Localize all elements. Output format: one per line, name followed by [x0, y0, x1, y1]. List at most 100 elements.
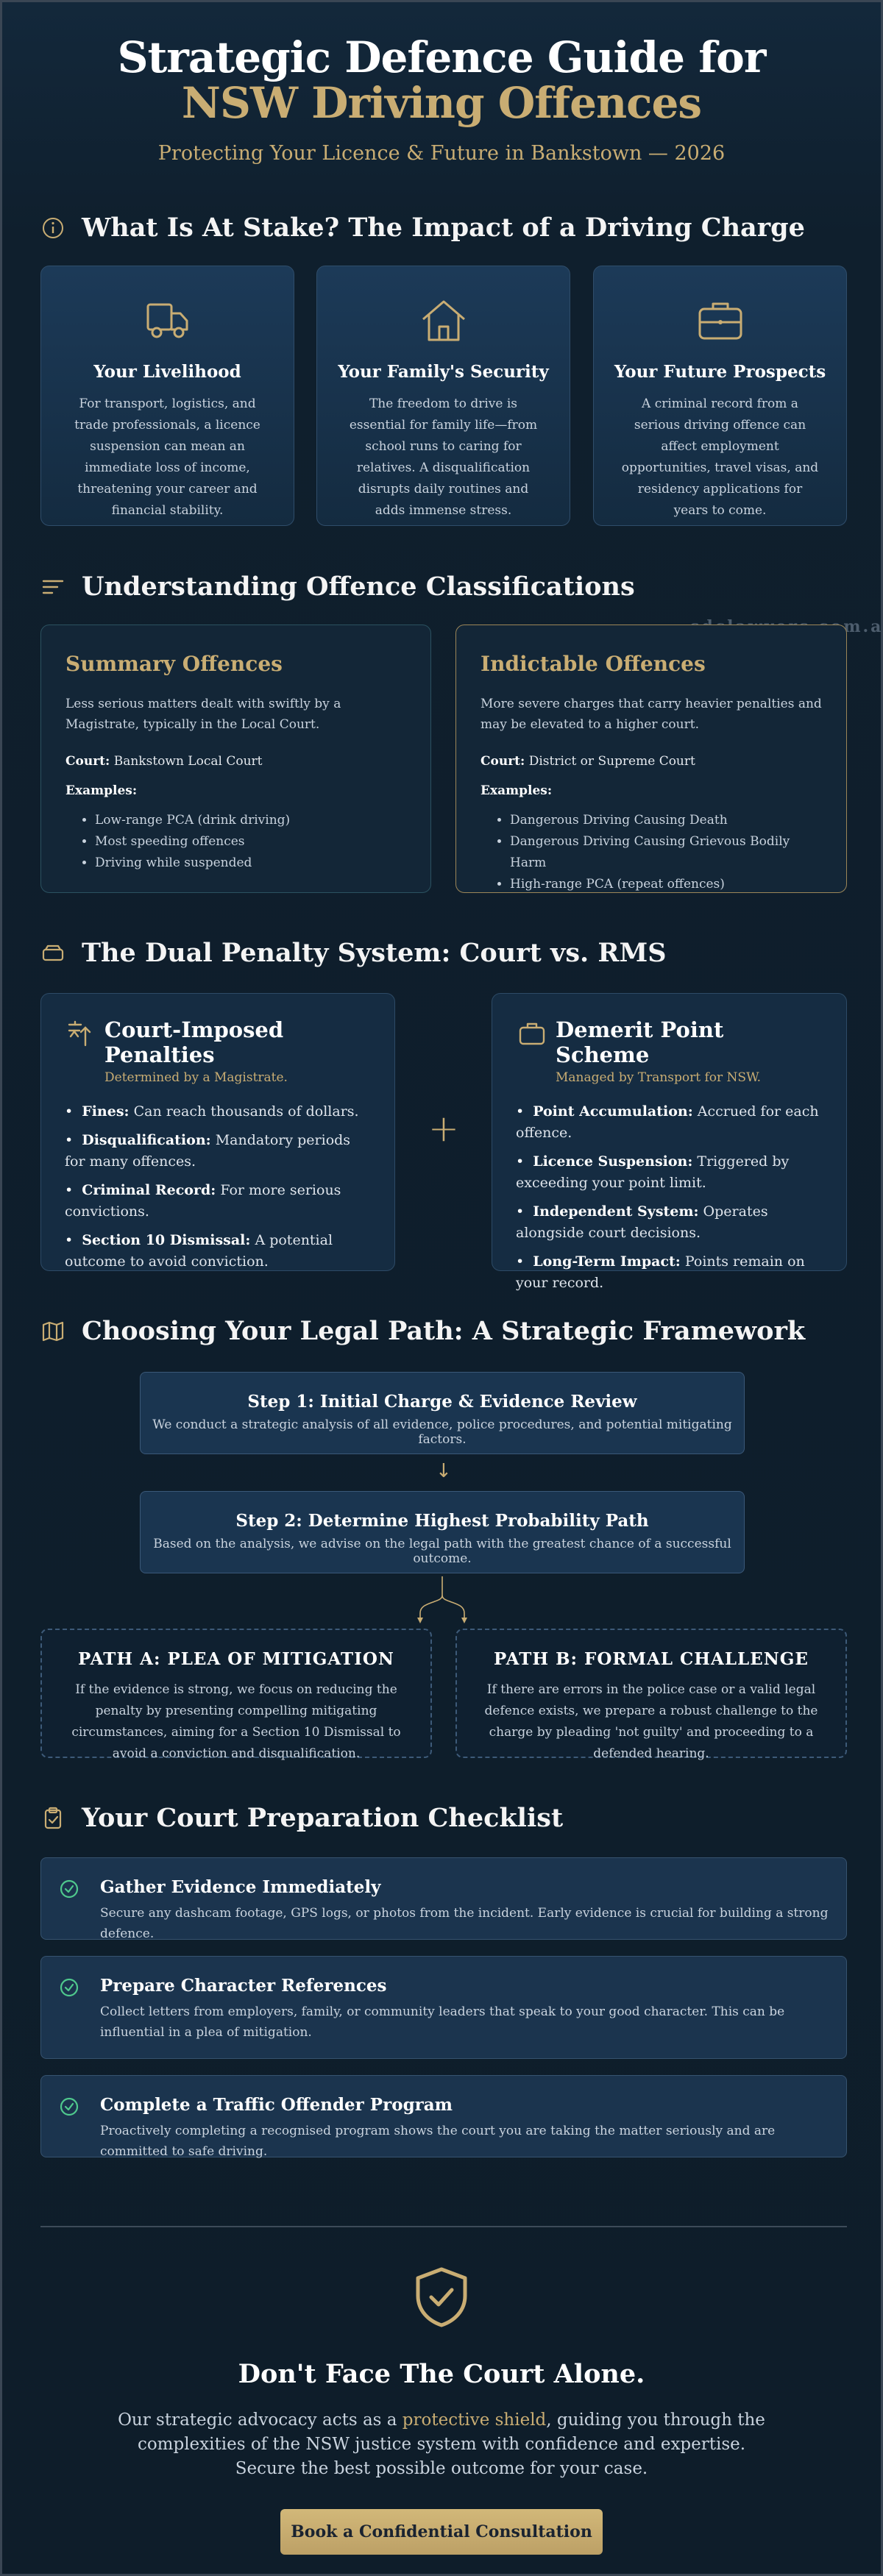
step-text: We conduct a strategic analysis of all e… — [152, 1417, 732, 1447]
checklist-text: Secure any dashcam footage, GPS logs, or… — [100, 1906, 829, 1941]
section-title-text: The Dual Penalty System: Court vs. RMS — [82, 938, 667, 968]
court-label: Court: — [65, 754, 110, 769]
cta-text-before: Our strategic advocacy acts as a — [118, 2410, 403, 2430]
step-title: Step 2: Determine Highest Probability Pa… — [235, 1511, 649, 1531]
card-subtitle: Managed by Transport for NSW. — [556, 1070, 761, 1085]
briefcase-icon — [516, 1017, 548, 1050]
lines-icon — [40, 574, 65, 599]
home-icon — [417, 294, 470, 347]
checklist-title: Prepare Character References — [100, 1976, 387, 1996]
offence-desc: More severe charges that carry heavier p… — [480, 697, 822, 732]
item-text: Points remain on your record. — [516, 1253, 805, 1291]
check-circle-icon — [59, 2096, 79, 2117]
item-text: Mandatory periods for many offences. — [65, 1132, 351, 1170]
penalty-list: •Fines: Can reach thousands of dollars. … — [65, 1101, 371, 1273]
arrow-down-icon: ↓ — [436, 1460, 452, 1482]
checklist-item: Gather Evidence Immediately Secure any d… — [40, 1857, 847, 1941]
cta-text: Our strategic advocacy acts as a protect… — [110, 2408, 773, 2481]
title-accent: NSW Driving Offences — [181, 78, 702, 128]
book-consultation-button[interactable]: Book a Confidential Consultation — [280, 2509, 603, 2555]
item-label: Disqualification: — [82, 1132, 211, 1148]
path-b-box: PATH B: FORMAL CHALLENGE If there are er… — [455, 1629, 847, 1761]
list-item: •Criminal Record: For more serious convi… — [65, 1182, 341, 1220]
list-item: •Fines: Can reach thousands of dollars. — [65, 1103, 359, 1120]
briefcase-icon — [694, 294, 747, 347]
item-text: Operates alongside court decisions. — [516, 1203, 768, 1241]
cta-text-after: , guiding you through the complexities o… — [137, 2410, 765, 2478]
truck-icon — [141, 294, 194, 347]
shield-check-icon — [416, 2267, 467, 2327]
item-label: Fines: — [82, 1103, 130, 1120]
section-title-text: Choosing Your Legal Path: A Strategic Fr… — [82, 1316, 806, 1346]
checklist-text: Proactively completing a recognised prog… — [100, 2124, 776, 2159]
list-item: •Licence Suspension: Triggered by exceed… — [516, 1153, 790, 1191]
penalty-section-title: The Dual Penalty System: Court vs. RMS — [40, 938, 667, 968]
demerit-points-card: Demerit Point Scheme Managed by Transpor… — [492, 993, 847, 1291]
check-circle-icon — [59, 1879, 79, 1899]
hero: Strategic Defence Guide for NSW Driving … — [2, 2, 881, 165]
path-title: PATH A: PLEA OF MITIGATION — [78, 1649, 394, 1669]
court-penalties-card: Court-Imposed Penalties Determined by a … — [40, 993, 395, 1271]
item-label: Long-Term Impact: — [533, 1253, 681, 1270]
card-head: Court-Imposed Penalties Determined by a … — [65, 1017, 371, 1085]
info-icon — [40, 216, 65, 241]
checklist-title: Complete a Traffic Offender Program — [100, 2095, 453, 2115]
offence-court: Court: Bankstown Local Court — [65, 754, 406, 769]
check-circle-icon — [59, 1977, 79, 1998]
card-title: Your Future Prospects — [614, 362, 826, 382]
checklist-title: Gather Evidence Immediately — [100, 1877, 381, 1897]
item-label: Licence Suspension: — [533, 1153, 693, 1170]
list-item: •Independent System: Operates alongside … — [516, 1203, 768, 1241]
item-text: For more serious convictions. — [65, 1182, 341, 1220]
card-title: Your Family's Security — [338, 362, 549, 382]
map-icon — [40, 1319, 65, 1344]
branch-arrow-icon — [417, 1576, 467, 1623]
path-title: PATH B: FORMAL CHALLENGE — [494, 1649, 809, 1669]
path-text: If there are errors in the police case o… — [484, 1682, 818, 1761]
cta-text-accent: protective shield — [402, 2410, 547, 2430]
card-head: Demerit Point Scheme Managed by Transpor… — [516, 1017, 823, 1085]
court-value: District or Supreme Court — [528, 754, 695, 769]
list-item: •Point Accumulation: Accrued for each of… — [516, 1103, 819, 1141]
section-title-text: What Is At Stake? The Impact of a Drivin… — [82, 213, 805, 243]
step-2-box: Step 2: Determine Highest Probability Pa… — [140, 1491, 745, 1573]
title-main: Strategic Defence Guide for — [117, 32, 767, 82]
offence-desc: Less serious matters dealt with swiftly … — [65, 697, 341, 732]
path-text: If the evidence is strong, we focus on r… — [71, 1682, 401, 1761]
cta-title: Don't Face The Court Alone. — [238, 2359, 645, 2389]
step-title: Step 1: Initial Charge & Evidence Review — [247, 1392, 637, 1412]
tray-icon — [40, 941, 65, 966]
list-item: Most speeding offences — [95, 831, 406, 853]
list-item: High-range PCA (repeat offences) — [510, 874, 822, 895]
scales-icon — [65, 1017, 97, 1050]
card-text: A criminal record from a serious driving… — [621, 396, 819, 518]
summary-offences-box: Summary Offences Less serious matters de… — [40, 625, 431, 893]
list-item: Dangerous Driving Causing Grievous Bodil… — [510, 831, 822, 874]
page-title: Strategic Defence Guide for NSW Driving … — [55, 35, 828, 126]
item-text: A potential outcome to avoid conviction. — [65, 1232, 333, 1270]
step-1-box: Step 1: Initial Charge & Evidence Review… — [140, 1372, 745, 1454]
item-text: Triggered by exceeding your point limit. — [516, 1153, 790, 1191]
item-label: Point Accumulation: — [533, 1103, 693, 1120]
list-item: •Disqualification: Mandatory periods for… — [65, 1132, 351, 1170]
path-section-title: Choosing Your Legal Path: A Strategic Fr… — [40, 1316, 805, 1346]
plus-sign: + — [428, 1107, 459, 1150]
list-item: •Section 10 Dismissal: A potential outco… — [65, 1232, 333, 1270]
examples-list: Low-range PCA (drink driving) Most speed… — [65, 810, 406, 874]
section-title-text: Your Court Preparation Checklist — [82, 1803, 564, 1833]
stake-card-livelihood: Your Livelihood For transport, logistics… — [40, 266, 294, 526]
card-text: For transport, logistics, and trade prof… — [74, 396, 260, 518]
examples-label: Examples: — [65, 783, 138, 798]
item-label: Independent System: — [533, 1203, 699, 1220]
court-value: Bankstown Local Court — [113, 754, 263, 769]
list-item: Driving while suspended — [95, 853, 406, 874]
step-text: Based on the analysis, we advise on the … — [153, 1537, 731, 1566]
list-item: Dangerous Driving Causing Death — [510, 810, 822, 831]
card-title: Court-Imposed Penalties — [104, 1017, 284, 1067]
item-text: Accrued for each offence. — [516, 1103, 819, 1141]
card-title: Your Livelihood — [93, 362, 241, 382]
divider — [40, 2226, 847, 2227]
section-title-text: Understanding Offence Classifications — [82, 572, 635, 602]
card-text: The freedom to drive is essential for fa… — [349, 396, 538, 518]
